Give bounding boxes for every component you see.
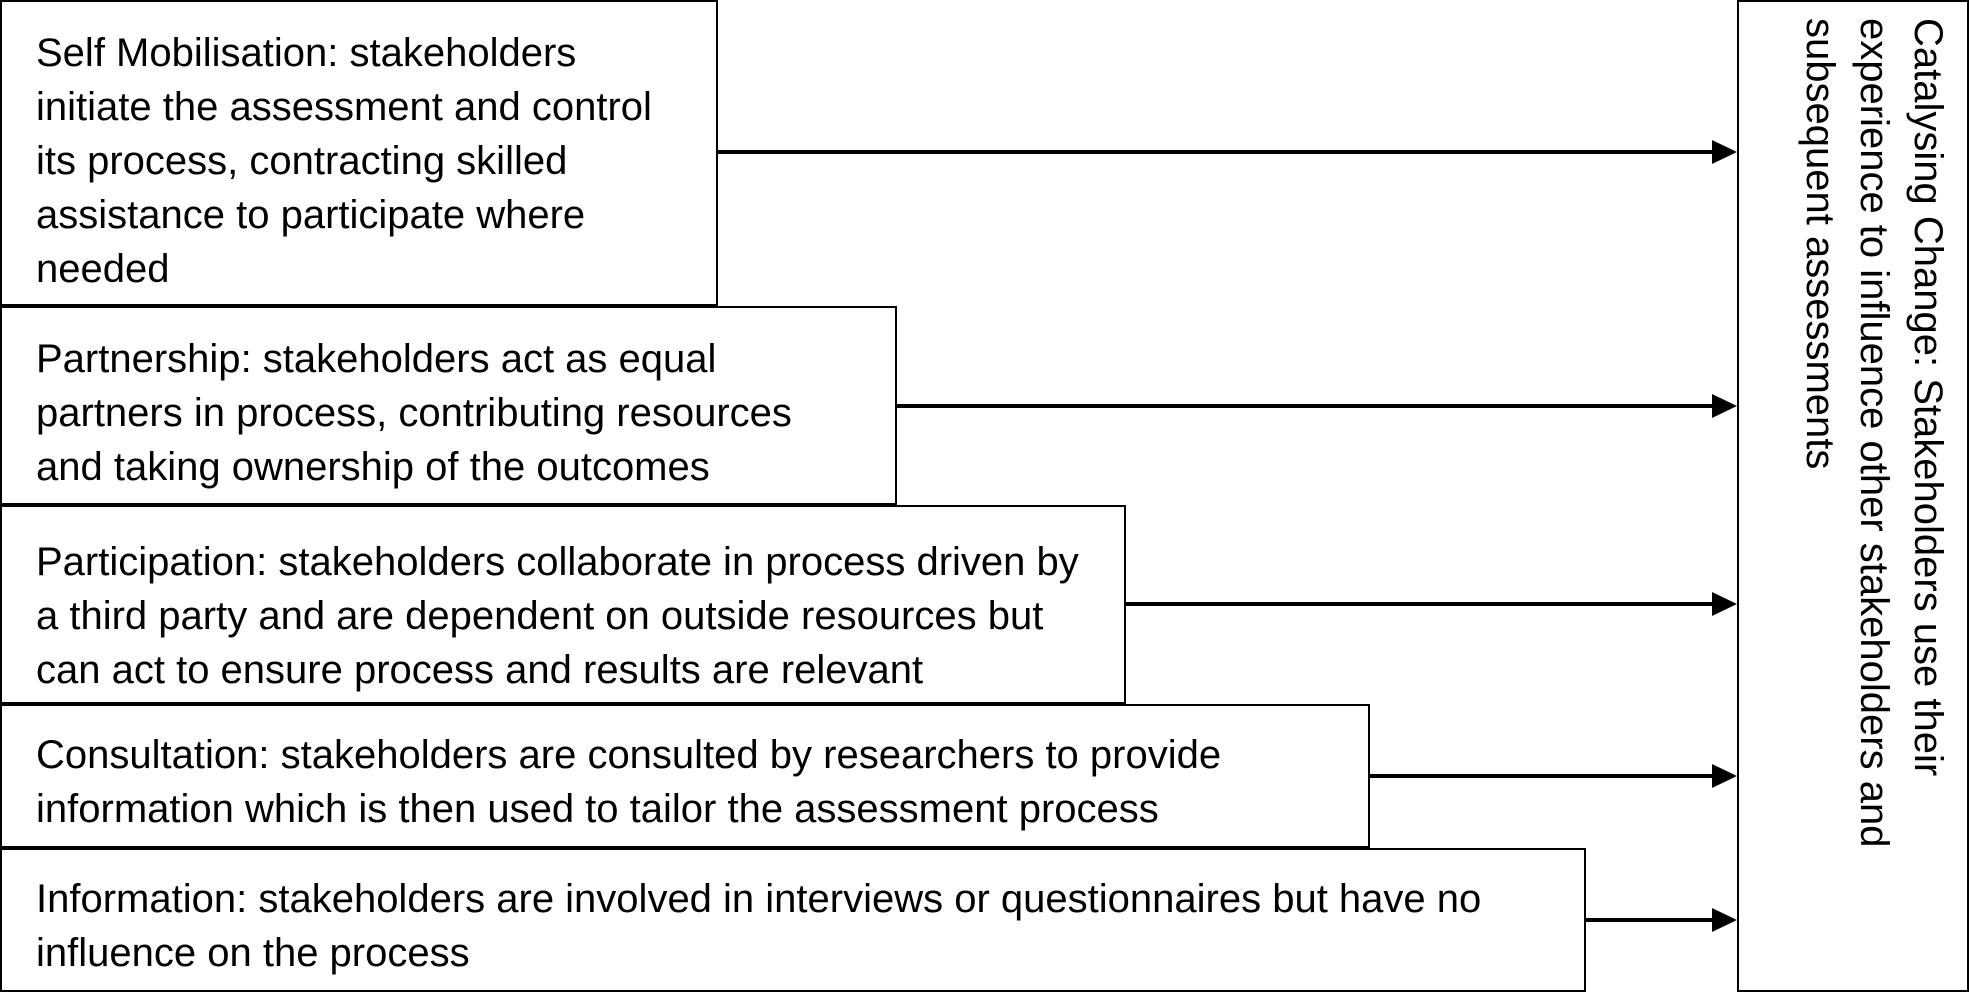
level-title: Consultation xyxy=(36,733,259,777)
level-title: Information xyxy=(36,877,237,921)
arrow-participation xyxy=(1126,592,1737,616)
outcome-box-catalysing-change: Catalysing Change: Stakeholders use thei… xyxy=(1737,0,1969,992)
level-box-self-mobilisation: Self Mobilisation: stakeholders initiate… xyxy=(0,0,718,306)
level-description: : stakeholders collaborate in process dr… xyxy=(36,540,1079,692)
arrow-information xyxy=(1586,908,1737,932)
level-description: : stakeholders act as equal partners in … xyxy=(36,337,792,489)
level-description: : stakeholders are involved in interview… xyxy=(36,877,1482,975)
arrow-self-mobilisation xyxy=(718,140,1737,164)
level-title: Partnership xyxy=(36,337,241,381)
level-box-information: Information: stakeholders are involved i… xyxy=(0,848,1586,992)
level-description: : stakeholders initiate the assessment a… xyxy=(36,31,652,291)
level-box-participation: Participation: stakeholders collaborate … xyxy=(0,505,1126,704)
arrow-consultation xyxy=(1370,764,1737,788)
outcome-text: Catalysing Change: Stakeholders use thei… xyxy=(1798,18,1950,848)
arrow-partnership xyxy=(897,394,1737,418)
level-title: Participation xyxy=(36,540,257,584)
level-description: : stakeholders are consulted by research… xyxy=(36,733,1222,831)
level-box-consultation: Consultation: stakeholders are consulted… xyxy=(0,704,1370,848)
level-title: Self Mobilisation xyxy=(36,31,328,75)
level-box-partnership: Partnership: stakeholders act as equal p… xyxy=(0,306,897,505)
